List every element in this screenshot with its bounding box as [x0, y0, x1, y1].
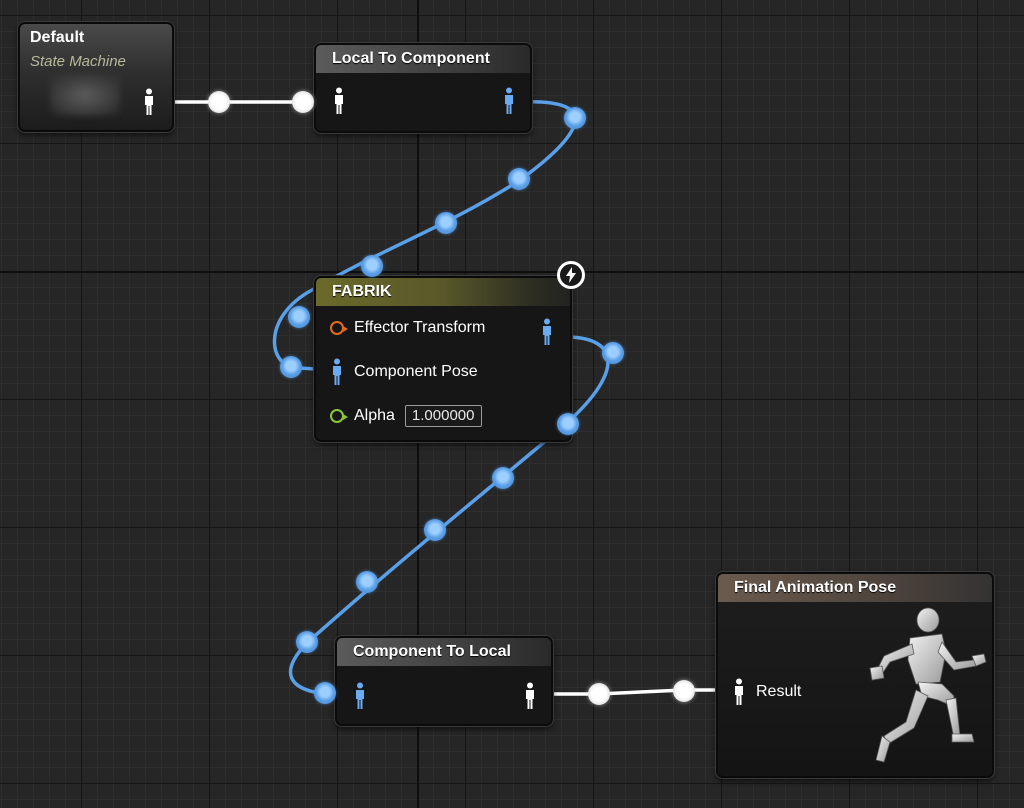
reroute-knot[interactable]	[508, 168, 530, 190]
reroute-knot[interactable]	[288, 306, 310, 328]
component-pose-output-pin[interactable]	[502, 87, 516, 115]
transform-pin-icon[interactable]	[330, 321, 348, 335]
reroute-knot[interactable]	[314, 682, 336, 704]
node-header: FABRIK	[316, 278, 570, 306]
lightning-icon	[566, 267, 576, 283]
reroute-knot[interactable]	[602, 342, 624, 364]
node-title: Final Animation Pose	[734, 579, 897, 596]
node-component-to-local[interactable]: Component To Local	[335, 636, 553, 726]
node-header: Final Animation Pose	[718, 574, 992, 602]
running-mannequin-icon	[869, 607, 987, 763]
person-icon	[356, 682, 364, 709]
node-subtitle: State Machine	[30, 53, 126, 70]
pin-label: Component Pose	[354, 363, 478, 380]
node-header: Local To Component	[316, 45, 530, 73]
node-title: Component To Local	[353, 643, 511, 660]
node-final-animation-pose[interactable]: Final Animation Pose Result	[716, 572, 994, 778]
person-icon	[145, 88, 153, 115]
node-header: Component To Local	[337, 638, 551, 666]
person-icon	[526, 682, 534, 709]
reroute-knot[interactable]	[424, 519, 446, 541]
pose-output-pin[interactable]	[142, 88, 156, 116]
pin-label: Alpha	[354, 407, 395, 424]
reroute-knot[interactable]	[588, 683, 610, 705]
component-pose-pin-row[interactable]: Component Pose	[328, 358, 478, 386]
reroute-knot[interactable]	[292, 91, 314, 113]
reroute-knot[interactable]	[356, 571, 378, 593]
effector-transform-pin-row[interactable]: Effector Transform	[328, 316, 485, 340]
hot-reload-badge[interactable]	[557, 261, 585, 289]
person-icon	[543, 318, 551, 345]
reroute-knot[interactable]	[435, 212, 457, 234]
component-pose-input-pin[interactable]	[353, 682, 367, 710]
node-title: FABRIK	[332, 283, 392, 300]
pin-label: Effector Transform	[354, 319, 486, 336]
component-pose-output-pin[interactable]	[540, 318, 554, 346]
node-title: Default	[30, 29, 85, 46]
person-icon	[505, 87, 513, 114]
reroute-knot[interactable]	[564, 107, 586, 129]
local-pose-input-pin[interactable]	[332, 87, 346, 115]
person-icon[interactable]	[330, 358, 344, 386]
reroute-knot[interactable]	[208, 91, 230, 113]
alpha-pin-row[interactable]: Alpha 1.000000	[328, 404, 482, 428]
reroute-knot[interactable]	[280, 356, 302, 378]
local-pose-output-pin[interactable]	[523, 682, 537, 710]
state-preview-thumbnail	[50, 74, 120, 116]
pin-label: Result	[756, 683, 802, 700]
person-icon	[335, 87, 343, 114]
alpha-value-input[interactable]: 1.000000	[404, 405, 482, 427]
reroute-knot[interactable]	[673, 680, 695, 702]
node-default-state-machine[interactable]: Default State Machine	[18, 22, 174, 132]
reroute-knot[interactable]	[492, 467, 514, 489]
person-icon[interactable]	[732, 678, 746, 706]
float-pin-icon[interactable]	[330, 409, 348, 423]
node-title: Local To Component	[332, 50, 490, 67]
node-local-to-component[interactable]: Local To Component	[314, 43, 532, 133]
node-fabrik[interactable]: FABRIK Effector Transform Component Pose…	[314, 276, 572, 442]
reroute-knot[interactable]	[296, 631, 318, 653]
reroute-knot[interactable]	[361, 255, 383, 277]
wire-component-to-local-to-final-pose[interactable]	[540, 688, 730, 696]
reroute-knot[interactable]	[557, 413, 579, 435]
result-pin-row[interactable]: Result	[730, 678, 802, 706]
